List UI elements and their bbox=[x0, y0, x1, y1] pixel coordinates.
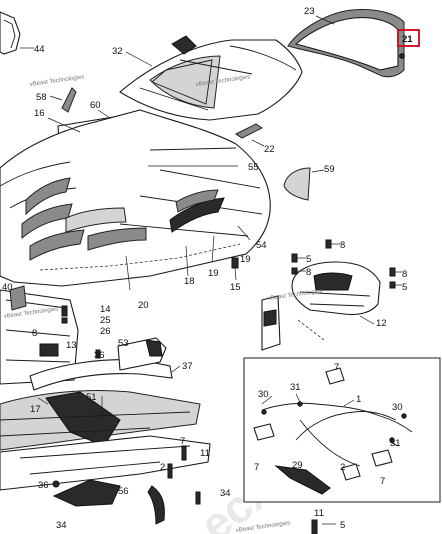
callout-58: 58 bbox=[36, 92, 47, 103]
callout-2: 2 bbox=[160, 462, 165, 473]
callout-23: 23 bbox=[304, 6, 315, 17]
callout-54: 54 bbox=[256, 240, 267, 251]
frame-assembly bbox=[0, 285, 211, 525]
callout-26: 26 bbox=[100, 326, 111, 337]
callout-22: 22 bbox=[264, 144, 275, 155]
callout-16: 16 bbox=[34, 108, 45, 119]
callout-19b: 19 bbox=[208, 268, 219, 279]
lower-bolts bbox=[311, 519, 336, 534]
callout-34a: 34 bbox=[220, 488, 231, 499]
main-hood bbox=[0, 109, 271, 287]
callout-8b: 8 bbox=[340, 240, 345, 251]
callout-17: 17 bbox=[30, 404, 41, 415]
callout-31b: 31 bbox=[390, 438, 401, 449]
callout-12: 12 bbox=[376, 318, 387, 329]
callout-31a: 31 bbox=[290, 382, 301, 393]
callout-5c: 5 bbox=[340, 520, 345, 531]
callout-36b: 36 bbox=[38, 480, 49, 491]
callout-7a: 7 bbox=[180, 436, 185, 447]
callout-8d: 8 bbox=[32, 328, 37, 339]
callout-55: 55 bbox=[248, 162, 259, 173]
callout-1: 1 bbox=[356, 394, 361, 405]
callout-11b: 11 bbox=[314, 508, 324, 519]
vent-58 bbox=[49, 87, 77, 113]
callout-36a: 36 bbox=[94, 350, 105, 361]
callout-18: 18 bbox=[184, 276, 195, 287]
callout-19a: 19 bbox=[240, 254, 251, 265]
callout-15: 15 bbox=[230, 282, 241, 293]
callout-labels: 44 23 32 58 60 16 22 55 59 54 19 19 18 2… bbox=[2, 6, 413, 531]
side-panel-12 bbox=[261, 239, 402, 351]
callout-25: 25 bbox=[100, 315, 111, 326]
callout-8c: 8 bbox=[402, 269, 407, 280]
callout-7b: 7 bbox=[334, 362, 339, 373]
callout-5a: 5 bbox=[306, 254, 311, 265]
callout-53: 53 bbox=[118, 338, 129, 349]
upper-cowl-32 bbox=[119, 35, 303, 121]
callout-8a: 8 bbox=[306, 267, 311, 278]
callout-11: 11 bbox=[200, 448, 210, 459]
watermark-1: vBeast Technologies bbox=[29, 74, 84, 88]
callout-21: 21 bbox=[402, 34, 413, 45]
callout-29: 29 bbox=[292, 460, 303, 471]
callout-20: 20 bbox=[138, 300, 149, 311]
callout-34b: 34 bbox=[56, 520, 67, 531]
callout-30b: 30 bbox=[392, 402, 403, 413]
callout-60: 60 bbox=[90, 100, 101, 111]
callout-44: 44 bbox=[34, 44, 45, 55]
hood-hardware bbox=[125, 235, 239, 291]
detail-inset bbox=[243, 357, 441, 503]
callout-30a: 30 bbox=[258, 389, 269, 400]
callout-32: 32 bbox=[112, 46, 123, 57]
callout-7d: 7 bbox=[380, 476, 385, 487]
highlight-box-21 bbox=[397, 29, 420, 47]
callout-40: 40 bbox=[2, 282, 13, 293]
callout-2b: 2 bbox=[340, 462, 345, 473]
callout-56: 56 bbox=[118, 486, 129, 497]
badge-22 bbox=[235, 123, 265, 147]
callout-51: 51 bbox=[86, 392, 97, 403]
callout-59: 59 bbox=[324, 164, 335, 175]
windshield-23 bbox=[287, 9, 405, 78]
side-panel-44 bbox=[0, 11, 34, 55]
callout-5b: 5 bbox=[402, 282, 407, 293]
callout-7c: 7 bbox=[254, 462, 259, 473]
deflector-59 bbox=[283, 167, 325, 201]
callout-14: 14 bbox=[100, 304, 111, 315]
callout-37: 37 bbox=[182, 361, 193, 372]
callout-13: 13 bbox=[66, 340, 77, 351]
